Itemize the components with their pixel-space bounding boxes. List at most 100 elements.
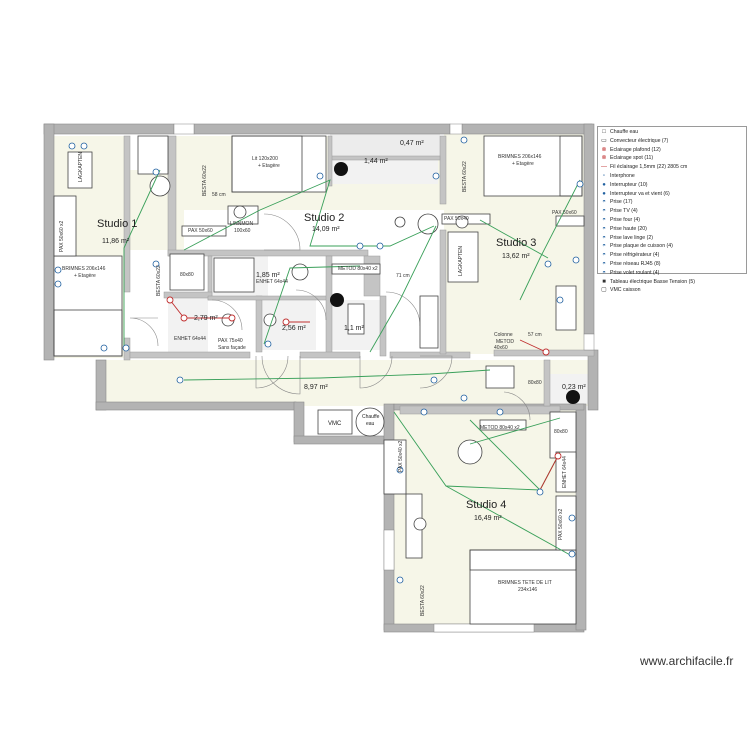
cabinet-studio3 xyxy=(419,295,439,349)
legend-label: Prise (17) xyxy=(610,199,633,206)
room-area-256: 2,56 m² xyxy=(282,325,306,332)
pax-studio3b xyxy=(555,215,585,227)
label-metod1: METOD 80x40 x2 xyxy=(338,266,378,272)
label-brimnes1-sub: + Etagère xyxy=(74,273,96,279)
legend-label: Prise volet roulant (4) xyxy=(610,269,660,276)
label-colonne: Colonne xyxy=(494,332,513,338)
prise-lave-linge-icon: ◓ xyxy=(602,234,606,241)
legend-item: ◓Prise plaque de cuisson (4) xyxy=(600,242,744,251)
legend-item: □Chauffe eau xyxy=(600,128,744,137)
label-besta1: BESTA 60x22 xyxy=(202,165,208,196)
room-area-studio3: 13,62 m² xyxy=(502,253,530,260)
shower3 xyxy=(549,411,577,459)
pax-studio4 xyxy=(383,439,407,495)
legend-label: Eclairage spot (11) xyxy=(610,155,654,162)
label-linnmon-sub: 100x60 xyxy=(234,228,251,234)
room-area-047: 0,47 m² xyxy=(400,140,424,147)
chauffe-eau xyxy=(355,407,385,437)
label-lagkapten3: LAGKAPTEN xyxy=(458,246,464,276)
legend-item: ◓ Prise lave linge (2) xyxy=(600,234,744,243)
tableau-electrique xyxy=(330,162,580,404)
legend-item: ●Interrupteur (10) xyxy=(600,181,744,190)
legend-item: —Fil éclairage 1,5mm (22) 2805 cm xyxy=(600,163,744,172)
light-markers xyxy=(166,296,562,460)
legend-label: Convecteur électrique (7) xyxy=(610,137,669,144)
label-dim57: 57 cm xyxy=(528,332,542,338)
enhet-studio4 xyxy=(555,451,577,493)
legend-label: Interrupteur va et vient (6) xyxy=(610,190,670,197)
legend-item: ◓Prise haute (20) xyxy=(600,225,744,234)
pax-studio2 xyxy=(181,225,227,237)
windows xyxy=(173,123,595,633)
label-brimnes3: BRIMNES 206x146 xyxy=(498,154,542,160)
label-brimnes3-sub: + Etagère xyxy=(512,161,534,167)
legend-label: Chauffe eau xyxy=(610,129,639,135)
legend-item: ⊗Eclairage spot (11) xyxy=(600,154,744,163)
legend-item: ◓ Prise TV (4) xyxy=(600,207,744,216)
wiring xyxy=(123,169,581,557)
label-besta2: BESTA 60x22 xyxy=(462,161,468,192)
label-enhet4: ENHET 64x44 xyxy=(562,456,568,488)
legend-item: ▭Convecteur électrique (7) xyxy=(600,137,744,146)
label-pax-sdb-sub: Sans façade xyxy=(218,345,246,351)
room-area-185: 1,85 m² xyxy=(256,272,280,279)
legend-label: Prise TV (4) xyxy=(610,208,638,215)
label-enhet1: ENHET 64x44 xyxy=(174,336,206,342)
label-brimnes4: BRIMNES TETE DE LIT xyxy=(498,580,552,586)
prise-tv-icon: ◓ xyxy=(602,208,606,215)
legend-label: Prise four (4) xyxy=(610,216,640,223)
label-pax4: PAX 50x40 x2 xyxy=(398,440,404,472)
label-pax1: PAX 50x60 x2 xyxy=(59,220,65,252)
tableau-electrique-icon: ■ xyxy=(602,278,606,285)
prise-reseau-icon: ◓ xyxy=(602,260,606,267)
label-metod4: METOD 80x40 x2 xyxy=(480,425,520,431)
label-dim71: 71 cm xyxy=(396,273,410,279)
prise-haute-icon: ◓ xyxy=(602,225,606,232)
label-colonne-sub: 40x60 xyxy=(494,345,508,351)
legend-label: Prise réfrigérateur (4) xyxy=(610,252,660,259)
label-chauffe-sub: eau xyxy=(366,421,375,427)
label-pax-sdb: PAX 75x40 xyxy=(218,338,243,344)
legend-item: ◓ Prise volet roulant (4) xyxy=(600,269,744,278)
room-area-11: 1,1 m² xyxy=(344,325,365,332)
metod-side xyxy=(555,285,577,331)
eclairage-plafond-icon: ⊗ xyxy=(601,146,607,153)
watermark: www.archifacile.fr xyxy=(640,654,734,668)
legend: □Chauffe eau▭Convecteur électrique (7)⊗E… xyxy=(597,126,747,293)
outlet-markers xyxy=(54,136,584,584)
room-name-studio4: Studio 4 xyxy=(466,499,506,511)
label-linnmon: LINNMON xyxy=(230,221,253,227)
interphone-icon: ▫ xyxy=(602,172,606,179)
legend-item: ◓ Prise réfrigérateur (4) xyxy=(600,251,744,260)
interrupteur-icon: ● xyxy=(602,181,606,188)
legend-item: ◓ Prise réseau RJ45 (8) xyxy=(600,260,744,269)
legend-item: ◓ Prise (17) xyxy=(600,198,744,207)
prise-icon: ◓ xyxy=(602,199,606,206)
prise-volet-icon: ◓ xyxy=(602,269,606,276)
room-area-279: 2,79 m² xyxy=(194,315,218,322)
legend-label: Interphone xyxy=(610,172,635,179)
labels: Studio 1 11,86 m² Studio 2 14,09 m² Stud… xyxy=(59,140,586,616)
doors xyxy=(129,213,531,421)
label-pax4b: PAX 50x60 x2 xyxy=(558,508,564,540)
room-area-023: 0,23 m² xyxy=(562,384,586,391)
label-brimnes1: BRIMNES 206x146 xyxy=(62,266,106,272)
label-chauffe: Chauffe xyxy=(362,414,380,420)
washer xyxy=(485,365,515,389)
legend-label: Tableau électrique Basse Tension (5) xyxy=(610,278,695,285)
vmc-box xyxy=(317,409,353,435)
room-area-897: 8,97 m² xyxy=(304,384,328,391)
label-metod3: METOD xyxy=(496,339,514,345)
room-area-studio2: 14,09 m² xyxy=(312,226,340,233)
label-besta3: BESTA 60x22 xyxy=(156,265,162,296)
legend-label: Prise réseau RJ45 (8) xyxy=(610,260,661,267)
bed-brimnes-studio4 xyxy=(469,549,577,625)
label-brimnes4-sub: 234x146 xyxy=(518,587,537,593)
legend-label: Fil éclairage 1,5mm (22) 2805 cm xyxy=(610,164,688,171)
prise-plaque-icon: ◓ xyxy=(602,243,606,250)
legend-label: Prise lave linge (2) xyxy=(610,234,653,241)
legend-label: Eclairage plafond (12) xyxy=(610,146,661,153)
prise-refrigerateur-icon: ◓ xyxy=(602,252,606,259)
label-lagkapten1: LAGKAPTEN xyxy=(78,152,84,182)
